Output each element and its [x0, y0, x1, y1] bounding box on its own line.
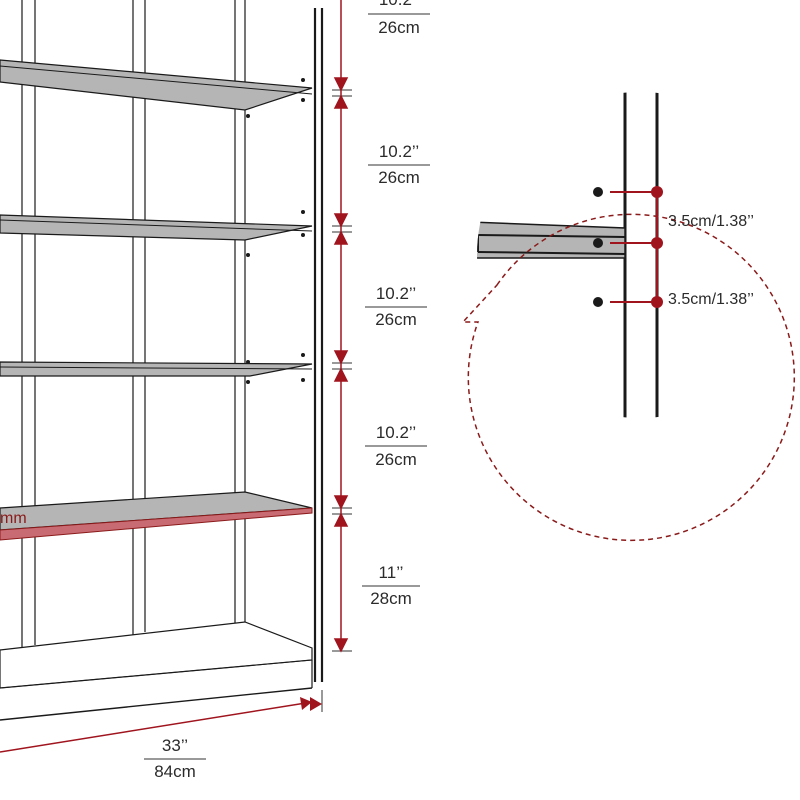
dimension-width: 33’’ 84cm [144, 736, 206, 781]
dimension-gap-1: 10.2’’ 26cm [368, 142, 430, 187]
svg-text:10.2’’: 10.2’’ [376, 284, 416, 303]
svg-text:10.2’’: 10.2’’ [376, 423, 416, 442]
svg-text:11’’: 11’’ [379, 563, 404, 582]
detail-holes [593, 187, 603, 307]
shelf-1 [0, 59, 313, 111]
shelf-2 [0, 214, 313, 241]
shelf-4-highlighted [0, 491, 313, 541]
svg-text:26cm: 26cm [378, 18, 420, 37]
dimension-top-partial: 10.2’’ 26cm [368, 0, 430, 37]
mounting-holes [246, 78, 305, 384]
svg-text:84cm: 84cm [154, 762, 196, 781]
spacing-lower-label: 3.5cm/1.38’’ [668, 291, 754, 308]
svg-text:10.2’’: 10.2’’ [379, 0, 419, 9]
dimension-gap-3: 10.2’’ 26cm [365, 423, 427, 469]
dimension-gap-2: 10.2’’ 26cm [365, 284, 427, 329]
svg-text:26cm: 26cm [378, 168, 420, 187]
svg-text:28cm: 28cm [370, 589, 412, 608]
hole-spacing-markers [610, 186, 663, 308]
svg-text:10.2’’: 10.2’’ [379, 142, 419, 161]
vertical-dimension-line [332, 0, 352, 653]
detail-callout: 3.5cm/1.38’’ 3.5cm/1.38’’ [461, 92, 800, 542]
svg-text:26cm: 26cm [375, 450, 417, 469]
shelf-thickness-label: mm [0, 510, 27, 527]
bottom-base [0, 621, 313, 721]
width-dimension-line [0, 690, 323, 753]
dimension-bottom-gap: 11’’ 28cm [362, 563, 420, 608]
shelf-frame [21, 0, 324, 682]
svg-text:26cm: 26cm [375, 310, 417, 329]
svg-text:33’’: 33’’ [162, 736, 188, 755]
spacing-upper-label: 3.5cm/1.38’’ [668, 213, 754, 230]
shelf-3 [0, 361, 313, 377]
